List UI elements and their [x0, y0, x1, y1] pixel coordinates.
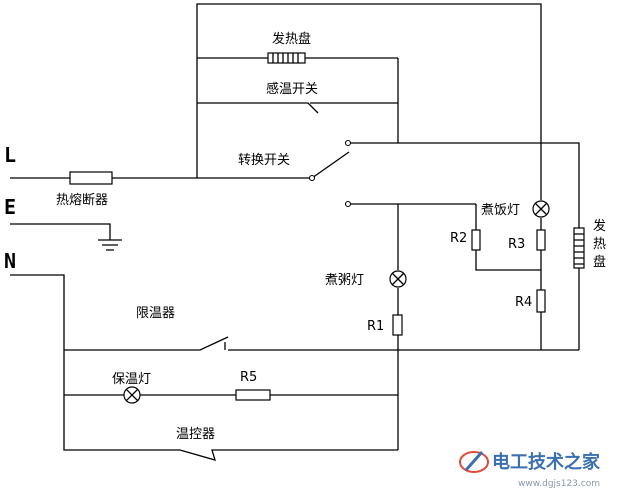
thermal-fuse-symbol — [69, 171, 113, 185]
heating-plate-top-hatch — [272, 53, 299, 63]
wire-switch-top-contact — [348, 142, 580, 350]
watermark-logo-icon — [459, 451, 489, 473]
label-heating-plate-right: 发 热 盘 — [593, 218, 606, 270]
heating-plate-right-symbol — [573, 227, 585, 269]
label-r4: R4 — [515, 295, 532, 310]
heating-plate-right-hatch — [574, 233, 584, 265]
label-thermal-switch: 感温开关 — [266, 81, 318, 97]
switch-contact-bottom — [344, 200, 352, 208]
cook-rice-lamp-symbol — [532, 200, 550, 218]
label-heating-plate-right-c3: 盘 — [593, 254, 606, 270]
ground-symbol — [98, 239, 122, 251]
label-heating-plate-right-c2: 热 — [593, 237, 606, 252]
terminal-n: N — [4, 249, 16, 273]
resistor-r4 — [536, 289, 546, 313]
watermark-url: www.dgjs123.com — [518, 479, 600, 489]
label-cook-rice-lamp: 煮饭灯 — [481, 203, 520, 218]
label-thermostat: 温控器 — [176, 427, 215, 442]
label-heating-plate-top: 发热盘 — [272, 31, 311, 47]
label-keep-warm-lamp: 保温灯 — [112, 372, 151, 387]
switch-contact-top — [344, 139, 352, 147]
label-r1: R1 — [367, 319, 384, 334]
resistor-r2 — [471, 229, 481, 251]
label-changeover-switch: 转换开关 — [238, 153, 290, 168]
heating-plate-top-symbol — [267, 52, 306, 64]
wire-top-loop — [196, 3, 542, 200]
label-thermal-fuse: 热熔断器 — [56, 193, 108, 208]
wire-thermal-switch-left — [197, 102, 319, 114]
wire-n-loop — [10, 274, 398, 461]
label-cook-porridge-lamp: 煮粥灯 — [325, 272, 364, 288]
label-heating-plate-right-c1: 发 — [593, 218, 606, 234]
terminal-e: E — [4, 195, 16, 219]
wire-ground — [10, 223, 111, 240]
switch-pivot — [308, 174, 316, 182]
resistor-r3 — [536, 229, 546, 251]
label-r3: R3 — [508, 237, 525, 252]
label-temp-limiter: 限温器 — [136, 306, 175, 321]
wires — [10, 3, 580, 461]
resistor-r1 — [392, 314, 403, 336]
wire-r2-bottom — [475, 250, 541, 271]
label-r2: R2 — [450, 231, 467, 246]
keep-warm-lamp-symbol — [123, 386, 141, 404]
resistor-r5 — [235, 389, 271, 401]
label-r5: R5 — [240, 370, 257, 385]
cook-porridge-lamp-symbol — [389, 270, 407, 288]
switch-blade — [311, 151, 350, 179]
watermark: 电工技术之家 www.dgjs123.com — [459, 451, 601, 489]
watermark-text: 电工技术之家 — [492, 451, 601, 473]
terminal-l: L — [4, 143, 16, 167]
wire-limiter-blade — [64, 336, 229, 351]
